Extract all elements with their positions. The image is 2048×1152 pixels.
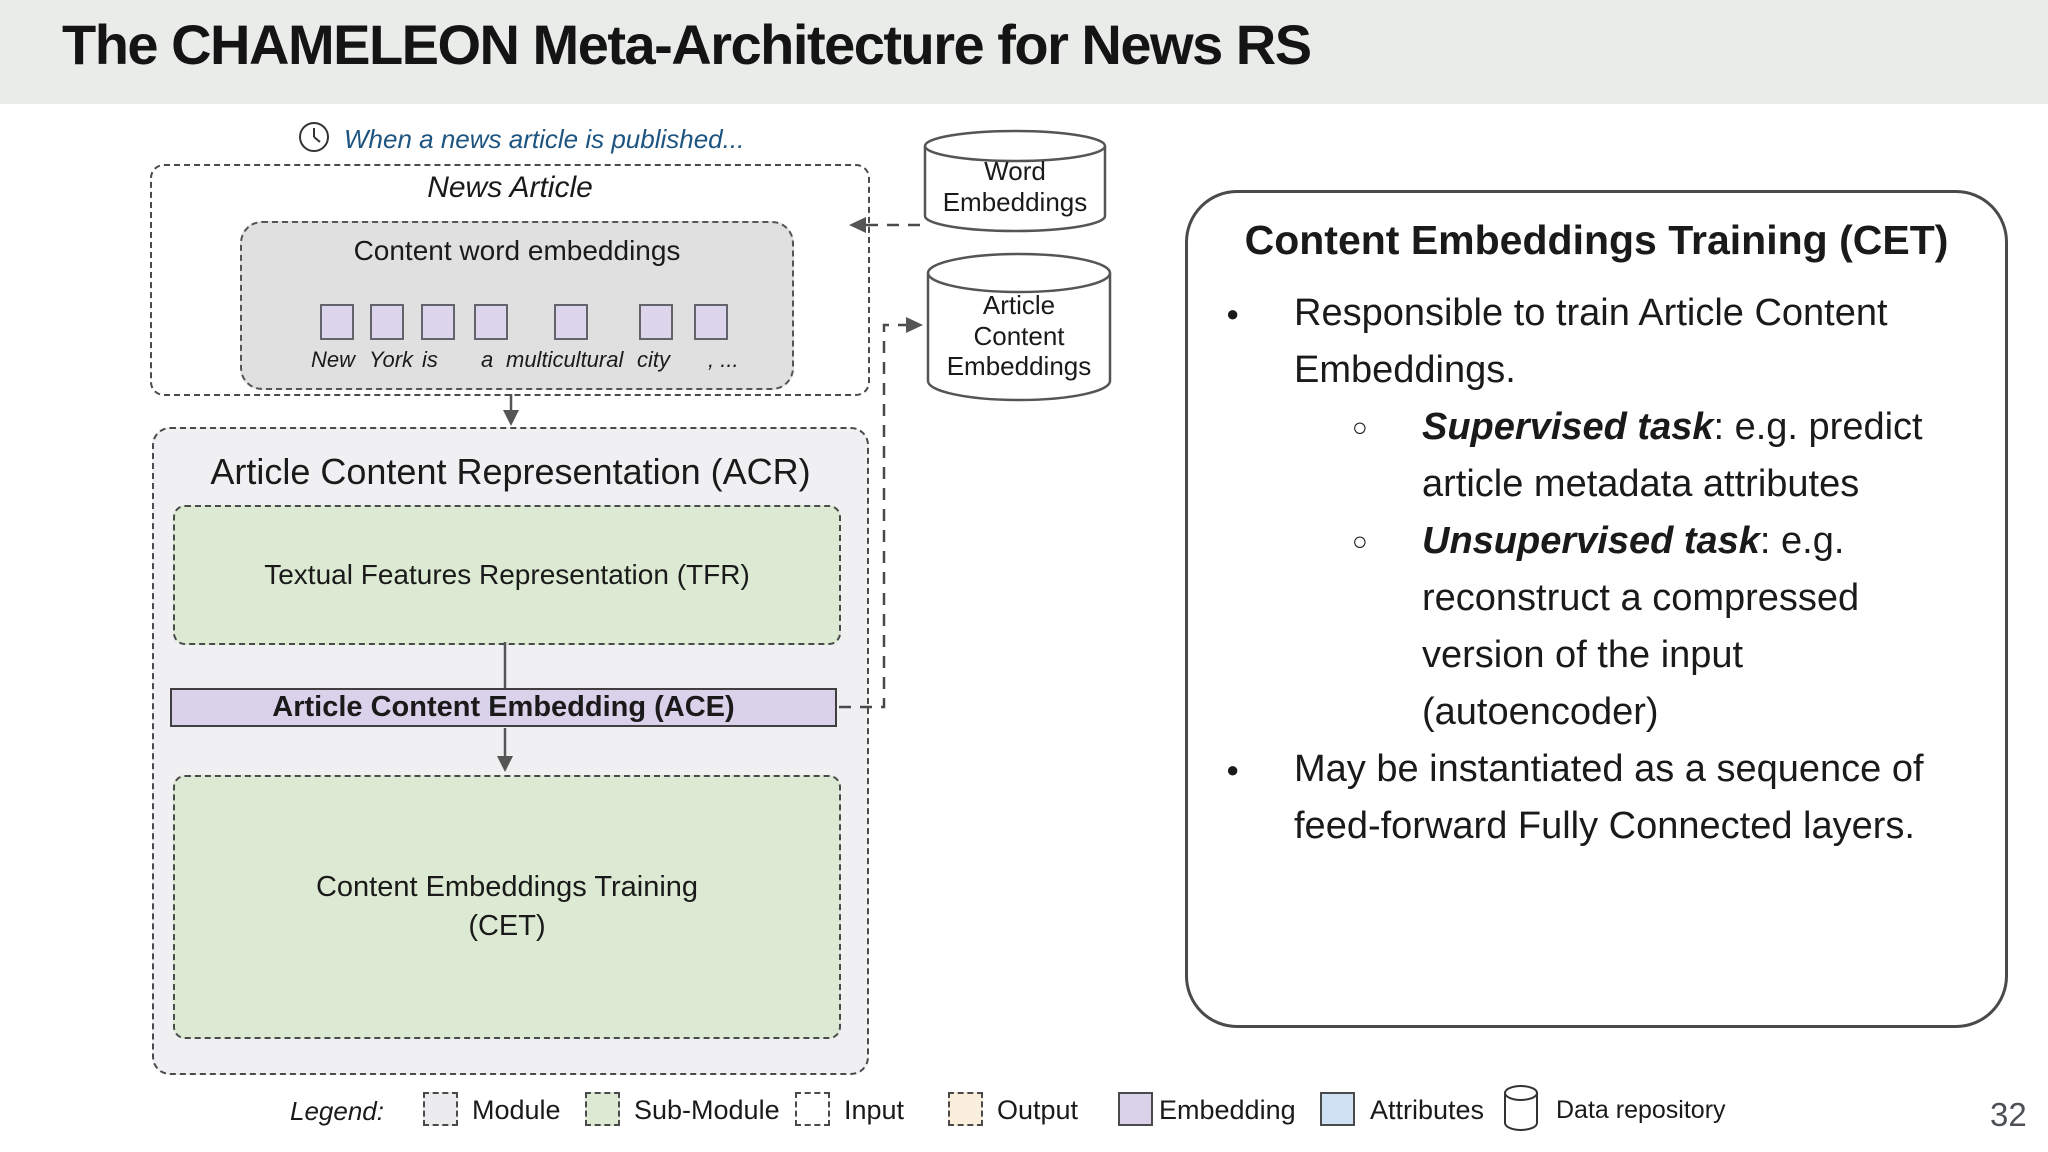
legend-embedding-swatch bbox=[1118, 1092, 1153, 1126]
database-cylinder-icon bbox=[923, 129, 1107, 233]
arrowhead-left bbox=[849, 217, 866, 233]
word-label: York bbox=[369, 347, 414, 372]
bullet-text: May be instantiated as a sequence of fee… bbox=[1294, 748, 1924, 847]
content-word-embeddings-title: Content word embeddings bbox=[353, 235, 681, 266]
bullet-rest: : e.g. reconstruct a compressed version … bbox=[1422, 520, 1860, 733]
tfr-submodule-box: Textual Features Representation (TFR) bbox=[173, 505, 841, 645]
legend-attributes-label: Attributes bbox=[1370, 1095, 1485, 1125]
word-embedding-square bbox=[474, 304, 508, 340]
bullet-circle-icon: ○ bbox=[1352, 526, 1368, 556]
bullet-item: ● Responsible to train Article Content E… bbox=[1188, 285, 1978, 399]
word-embedding-square bbox=[320, 304, 354, 340]
article-content-embeddings-repo-label: Article Content Embeddings bbox=[946, 290, 1092, 382]
legend-submodule-swatch bbox=[585, 1092, 620, 1126]
cet-panel-title: Content Embeddings Training (CET) bbox=[1244, 217, 1949, 263]
clock-icon bbox=[298, 121, 330, 153]
bullet-text: Supervised task: e.g. predict article me… bbox=[1422, 399, 1978, 513]
word-label: , ... bbox=[708, 347, 739, 372]
word-label: a bbox=[481, 347, 494, 372]
legend-submodule-label: Sub-Module bbox=[634, 1095, 780, 1125]
word-label: is bbox=[422, 347, 438, 372]
arrowhead-right bbox=[906, 317, 923, 333]
content-word-embeddings-box: Content word embeddings New York is a mu… bbox=[240, 221, 794, 390]
legend-data-repository-icon bbox=[1503, 1084, 1539, 1132]
news-article-title: News Article bbox=[427, 171, 593, 204]
ace-label: Article Content Embedding (ACE) bbox=[272, 691, 735, 723]
word-embedding-square bbox=[370, 304, 404, 340]
word-label: New bbox=[311, 347, 356, 372]
cet-bullet-list: ● Responsible to train Article Content E… bbox=[1188, 285, 1978, 855]
bullet-text: Responsible to train Article Content Emb… bbox=[1294, 292, 1888, 391]
word-embedding-square bbox=[554, 304, 588, 340]
bullet-subitem: ○ Supervised task: e.g. predict article … bbox=[1188, 399, 1978, 513]
legend-module-swatch bbox=[423, 1092, 458, 1126]
bullet-item: ● May be instantiated as a sequence of f… bbox=[1188, 741, 1978, 855]
word-label: city bbox=[637, 347, 670, 372]
slide-title: The CHAMELEON Meta-Architecture for News… bbox=[62, 13, 1312, 76]
database-cylinder-icon bbox=[926, 252, 1112, 402]
bullet-text: Unsupervised task: e.g. reconstruct a co… bbox=[1422, 513, 1978, 741]
legend-input-label: Input bbox=[844, 1095, 905, 1125]
word-label: multicultural bbox=[506, 347, 624, 372]
word-embeddings-repo-label: Word Embeddings bbox=[942, 156, 1088, 217]
legend-label: Legend: bbox=[290, 1096, 384, 1126]
cet-submodule-box: Content Embeddings Training (CET) bbox=[173, 775, 841, 1039]
article-content-embeddings-repository: Article Content Embeddings bbox=[925, 250, 1113, 404]
cet-detail-panel: Content Embeddings Training (CET) ● Resp… bbox=[1185, 190, 2008, 1028]
bullet-dot-icon: ● bbox=[1226, 757, 1240, 782]
bullet-circle-icon: ○ bbox=[1352, 412, 1368, 442]
arrowhead-down bbox=[503, 410, 519, 426]
bullet-rest: : e.g. predict article metadata attribut… bbox=[1422, 406, 1923, 505]
arrowhead-down bbox=[497, 756, 513, 772]
page-number: 32 bbox=[1990, 1096, 2027, 1133]
legend-module-label: Module bbox=[472, 1095, 561, 1125]
bullet-lead: Supervised task bbox=[1422, 406, 1714, 448]
legend-data-repository-label: Data repository bbox=[1556, 1096, 1726, 1124]
word-embeddings-repository: Word Embeddings bbox=[922, 128, 1108, 234]
word-embedding-square bbox=[421, 304, 455, 340]
bullet-subitem: ○ Unsupervised task: e.g. reconstruct a … bbox=[1188, 513, 1978, 741]
legend-output-swatch bbox=[948, 1092, 983, 1126]
acr-title: Article Content Representation (ACR) bbox=[210, 451, 811, 492]
word-embedding-square bbox=[639, 304, 673, 340]
legend-embedding-label: Embedding bbox=[1159, 1095, 1296, 1125]
legend-attributes-swatch bbox=[1320, 1092, 1355, 1126]
header-banner bbox=[0, 0, 2048, 104]
bullet-dot-icon: ● bbox=[1226, 301, 1240, 326]
ace-embedding-bar: Article Content Embedding (ACE) bbox=[170, 688, 837, 727]
legend-input-swatch bbox=[795, 1092, 830, 1126]
word-embedding-square bbox=[694, 304, 728, 340]
intro-caption: When a news article is published... bbox=[344, 124, 745, 154]
tfr-label: Textual Features Representation (TFR) bbox=[264, 559, 750, 590]
bullet-lead: Unsupervised task bbox=[1422, 520, 1760, 562]
legend-output-label: Output bbox=[997, 1095, 1079, 1125]
cet-label: Content Embeddings Training (CET) bbox=[315, 870, 699, 942]
